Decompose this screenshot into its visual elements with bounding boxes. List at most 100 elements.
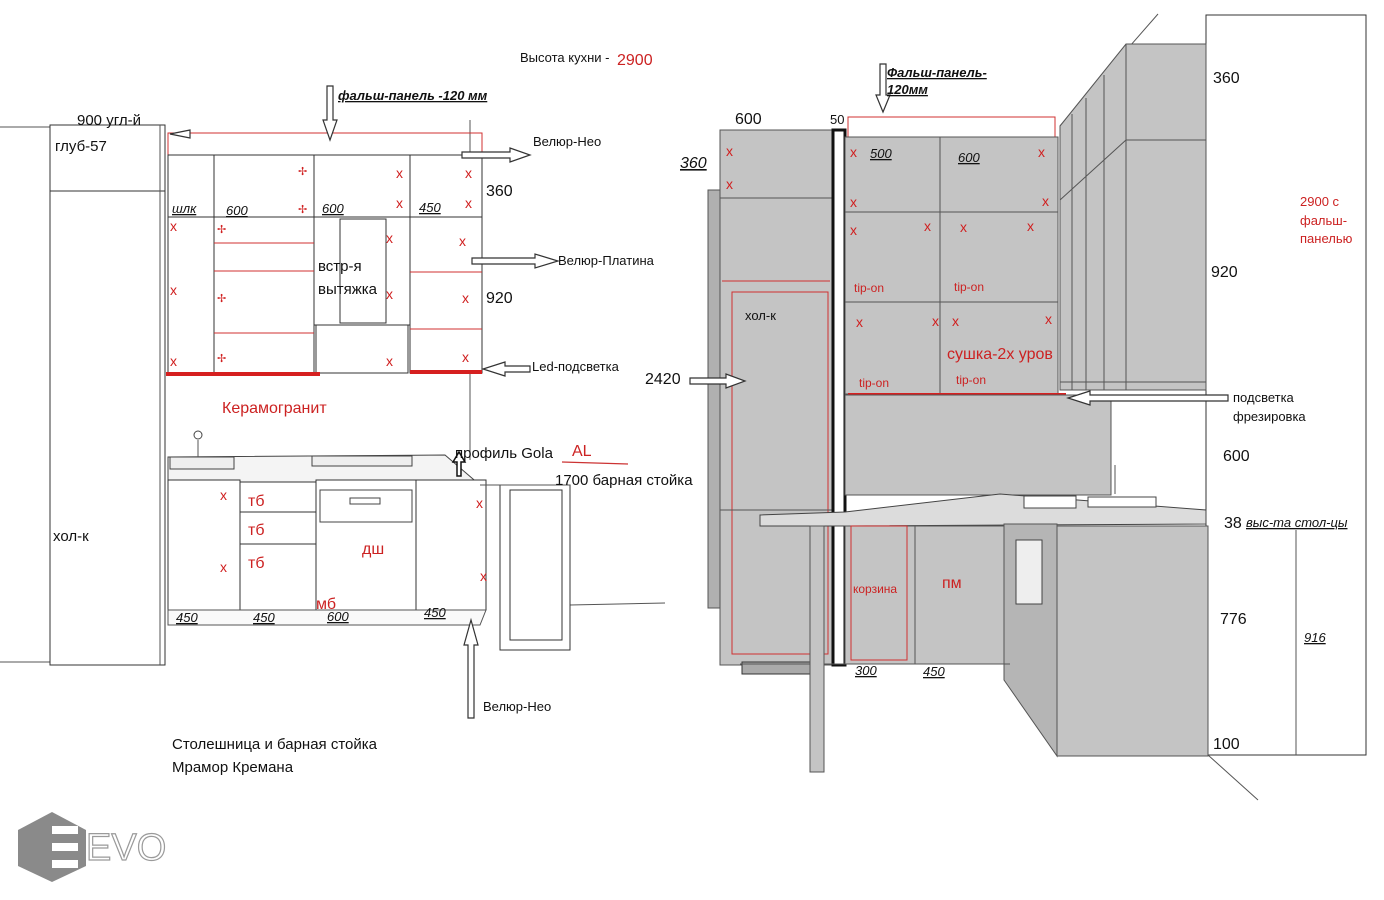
false-panel-outline [167, 132, 483, 156]
kitchen-height-label: Высота кухни - [520, 50, 609, 65]
svg-text:✢: ✢ [217, 224, 226, 236]
height-100: 100 [1213, 736, 1240, 753]
fridge-label-right: хол-к [745, 308, 776, 323]
svg-text:x: x [1045, 311, 1052, 327]
svg-text:x: x [952, 313, 959, 329]
left-elevation [0, 120, 666, 666]
svg-text:x: x [220, 559, 227, 575]
lighting-label-2: фрезировка [1233, 409, 1306, 424]
dishwasher-label: дш [362, 541, 384, 558]
height-360: 360 [1213, 70, 1240, 87]
left-labels: Высота кухни - 2900 фальш-панель -120 мм… [53, 50, 693, 776]
tb-1: тб [248, 493, 265, 510]
svg-text:x: x [960, 219, 967, 235]
svg-text:x: x [220, 487, 227, 503]
width-600-right-b: 600 [958, 150, 980, 165]
height-920: 920 [1211, 264, 1238, 281]
hood-unit [315, 324, 409, 374]
svg-text:x: x [386, 230, 393, 246]
svg-text:x: x [170, 218, 177, 234]
width-600-b: 600 [322, 201, 344, 216]
base-450-a: 450 [176, 610, 198, 625]
base-300: 300 [855, 663, 877, 678]
svg-text:x: x [465, 195, 472, 211]
svg-text:x: x [462, 290, 469, 306]
al-label: AL [572, 443, 592, 460]
tip-on-3: tip-on [859, 376, 889, 390]
dim-360-left: 360 [486, 183, 513, 200]
svg-text:x: x [476, 495, 483, 511]
total-height-1: 2900 с [1300, 194, 1340, 209]
base-450-c: 450 [424, 605, 446, 620]
evo-logo: EVO [18, 812, 167, 882]
svg-text:x: x [924, 218, 931, 234]
base-450-b: 450 [253, 610, 275, 625]
arrow-corner [169, 129, 191, 139]
base-450-right: 450 [923, 664, 945, 679]
false-panel-right-1: Фальш-панель- [887, 65, 987, 80]
velur-platina-label: Велюр-Платина [558, 253, 655, 268]
svg-text:✢: ✢ [217, 353, 226, 365]
svg-text:x: x [386, 286, 393, 302]
corner-label-2: глуб-57 [55, 138, 107, 155]
arrow-gola [451, 450, 467, 477]
height-2420: 2420 [645, 371, 681, 388]
svg-text:✢: ✢ [298, 166, 307, 178]
svg-text:x: x [396, 165, 403, 181]
led-label: Led-подсветка [532, 359, 620, 374]
tip-on-2: tip-on [954, 280, 984, 294]
tip-on-4: tip-on [956, 373, 986, 387]
logo-text: EVO [86, 827, 166, 869]
svg-text:x: x [386, 353, 393, 369]
countertop-label-2: Мрамор Кремана [172, 759, 294, 776]
arrow-velur-platina [471, 253, 561, 269]
tb-2: тб [248, 522, 265, 539]
svg-text:x: x [932, 313, 939, 329]
ceramogranit-label: Керамогранит [222, 400, 327, 417]
svg-text:x: x [465, 165, 472, 181]
height-916: 916 [1304, 630, 1326, 645]
dim-920-left: 920 [486, 290, 513, 307]
arrow-2420 [689, 373, 747, 389]
svg-text:x: x [170, 353, 177, 369]
bar-label: 1700 барная стойка [555, 472, 693, 489]
svg-text:x: x [480, 568, 487, 584]
hood-label-1: встр-я [318, 258, 362, 275]
shlk-label: шлк [172, 201, 197, 216]
velur-neo-top-label: Велюр-Нео [533, 134, 601, 149]
left-arrows [169, 85, 629, 719]
depth-360: 360 [680, 155, 707, 172]
svg-text:x: x [170, 282, 177, 298]
countertop-label-1: Столешница и барная стойка [172, 736, 378, 753]
height-600: 600 [1223, 448, 1250, 465]
svg-text:x: x [850, 222, 857, 238]
width-500: 500 [870, 146, 892, 161]
svg-text:x: x [462, 349, 469, 365]
svg-text:x: x [850, 194, 857, 210]
fridge-column [49, 124, 166, 666]
right-elevation [707, 13, 1367, 801]
svg-text:x: x [396, 195, 403, 211]
arrow-velur-neo-bottom [463, 617, 479, 719]
width-600-right: 600 [735, 111, 762, 128]
kitchen-height-value: 2900 [617, 52, 653, 69]
arrow-false-panel-right [875, 63, 891, 114]
svg-text:✢: ✢ [217, 293, 226, 305]
width-450: 450 [419, 200, 441, 215]
arrow-velur-neo-top [461, 147, 532, 163]
total-height-2: фальш- [1300, 213, 1347, 228]
false-panel-label: фальш-панель -120 мм [338, 88, 488, 103]
hood-duct [339, 218, 387, 324]
svg-text:x: x [459, 233, 466, 249]
fridge-label-left: хол-к [53, 528, 89, 545]
hood-label: вытяжка [318, 281, 378, 298]
height-38: 38 [1224, 515, 1242, 532]
svg-text:x: x [726, 143, 733, 159]
vertical-panel [831, 128, 847, 667]
svg-text:x: x [726, 176, 733, 192]
false-panel-right-2: 120мм [887, 82, 928, 97]
tip-on-1: tip-on [854, 281, 884, 295]
gola-label: профиль Gola [455, 445, 554, 462]
